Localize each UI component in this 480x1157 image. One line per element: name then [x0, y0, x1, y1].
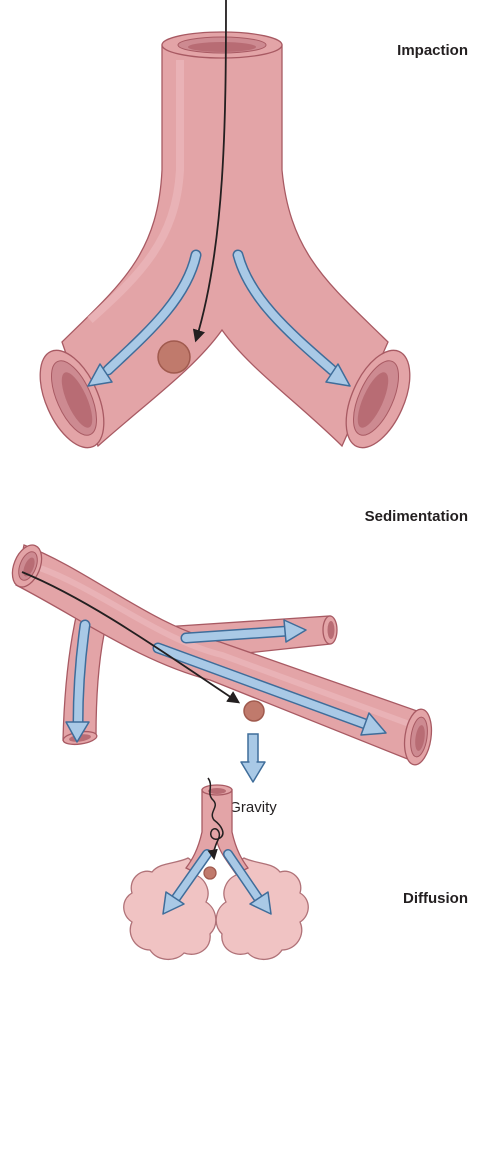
impaction-panel [27, 0, 423, 457]
diffusion-panel [124, 778, 309, 959]
gravity-label: Gravity [229, 799, 277, 816]
particle-icon [158, 341, 190, 373]
gravity-arrow-icon [241, 734, 265, 782]
sedimentation-panel: Gravity [7, 541, 435, 816]
particle-icon [204, 867, 216, 879]
particle-icon [244, 701, 264, 721]
